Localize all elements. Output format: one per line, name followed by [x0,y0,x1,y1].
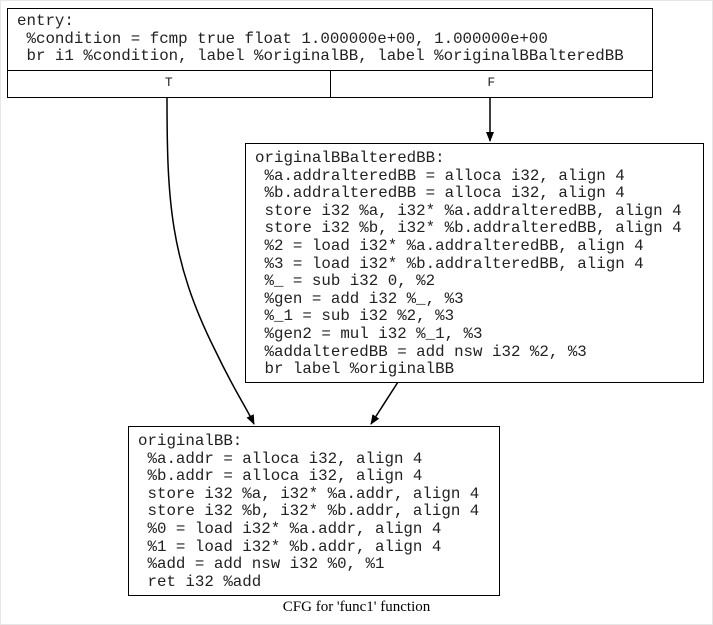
node-original-text: originalBB: %a.addr = alloca i32, align … [129,427,499,591]
node-originalBBalteredBB: originalBBalteredBB: %a.addralteredBB = … [245,143,704,383]
branch-ports: T F [8,70,652,97]
code-line: store i32 %b, i32* %b.addr, align 4 [138,502,480,521]
code-line: %gen = add i32 %_, %3 [255,289,464,308]
code-line: %_ = sub i32 0, %2 [255,272,436,291]
edge-altered-to-original [370,381,399,425]
code-line: %condition = fcmp true float 1.000000e+0… [17,29,548,48]
code-line: br label %originalBB [255,360,455,379]
code-line: entry: [17,12,74,30]
code-line: %a.addr = alloca i32, align 4 [138,449,423,468]
code-line: %b.addr = alloca i32, align 4 [138,467,423,486]
code-line: %2 = load i32* %a.addralteredBB, align 4 [255,236,644,255]
code-line: br i1 %condition, label %originalBB, lab… [17,47,624,66]
code-line: store i32 %a, i32* %a.addralteredBB, ali… [255,201,682,220]
code-line: %b.addralteredBB = alloca i32, align 4 [255,184,625,203]
code-line: %_1 = sub i32 %2, %3 [255,307,455,326]
port-true: T [164,75,173,90]
node-entry: entry: %condition = fcmp true float 1.00… [7,8,653,98]
code-line: store i32 %b, i32* %b.addralteredBB, ali… [255,219,682,238]
node-entry-text: entry: %condition = fcmp true float 1.00… [8,9,652,66]
code-line: %3 = load i32* %b.addralteredBB, align 4 [255,254,644,273]
code-line: %1 = load i32* %b.addr, align 4 [138,537,442,556]
diagram-caption: CFG for 'func1' function [282,599,431,615]
edge-true [166,96,255,425]
code-line: originalBB: [138,432,243,450]
node-altered-text: originalBBalteredBB: %a.addralteredBB = … [246,144,703,379]
port-false: F [329,71,653,97]
node-originalBB: originalBB: %a.addr = alloca i32, align … [128,426,500,596]
code-line: %addalteredBB = add nsw i32 %2, %3 [255,342,587,361]
code-line: store i32 %a, i32* %a.addr, align 4 [138,484,480,503]
code-line: %add = add nsw i32 %0, %1 [138,555,385,574]
code-line: %a.addralteredBB = alloca i32, align 4 [255,166,625,185]
code-line: %0 = load i32* %a.addr, align 4 [138,519,442,538]
code-line: ret i32 %add [138,572,262,591]
code-line: originalBBalteredBB: [255,149,445,167]
code-line: %gen2 = mul i32 %_1, %3 [255,324,483,343]
